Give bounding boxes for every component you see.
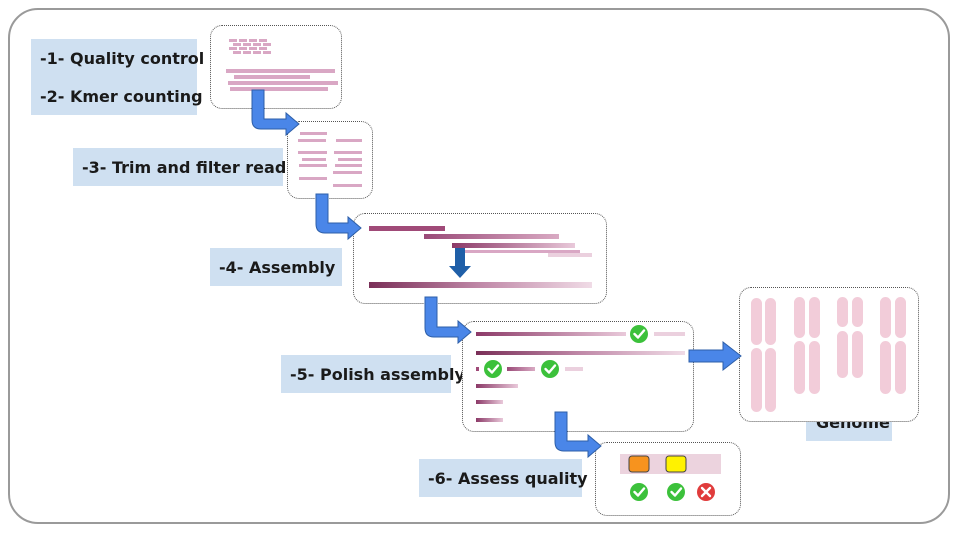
- label-trim: -3- Trim and filter reads: [73, 148, 296, 186]
- step-assembly: -4- Assembly: [219, 258, 336, 277]
- assembly-reads: [369, 226, 592, 288]
- cross-icon: [697, 483, 715, 501]
- label-assess: -6- Assess quality: [419, 459, 588, 497]
- label-polish: -5- Polish assembly: [281, 355, 465, 393]
- check-icon: [630, 325, 648, 343]
- check-icon: [484, 360, 502, 378]
- polished-contigs: [476, 332, 685, 422]
- step-assess: -6- Assess quality: [428, 469, 588, 488]
- step-quality-control: -1- Quality control: [40, 49, 205, 68]
- chromosomes: [751, 297, 906, 412]
- check-icon: [630, 483, 648, 501]
- down-arrow-icon: [449, 248, 471, 278]
- assess-panel: [620, 454, 721, 474]
- step-kmer-counting: -2- Kmer counting: [40, 87, 203, 106]
- check-icon: [541, 360, 559, 378]
- contig: [369, 282, 592, 288]
- arrow-icon: [688, 340, 742, 372]
- arrow-icon: [554, 411, 602, 459]
- arrow-icon: [251, 89, 300, 137]
- label-assembly: -4- Assembly: [210, 248, 342, 286]
- step-polish: -5- Polish assembly: [290, 365, 465, 384]
- step-trim-filter: -3- Trim and filter reads: [82, 158, 296, 177]
- label-qc-kmer: -1- Quality control -2- Kmer counting: [31, 39, 204, 115]
- trimmed-reads: [298, 132, 362, 187]
- diagram-frame: [8, 8, 950, 524]
- check-icon: [667, 483, 685, 501]
- raw-reads: [226, 39, 338, 91]
- box-polish: [462, 321, 694, 432]
- arrow-icon: [424, 296, 472, 345]
- arrow-icon: [315, 193, 362, 241]
